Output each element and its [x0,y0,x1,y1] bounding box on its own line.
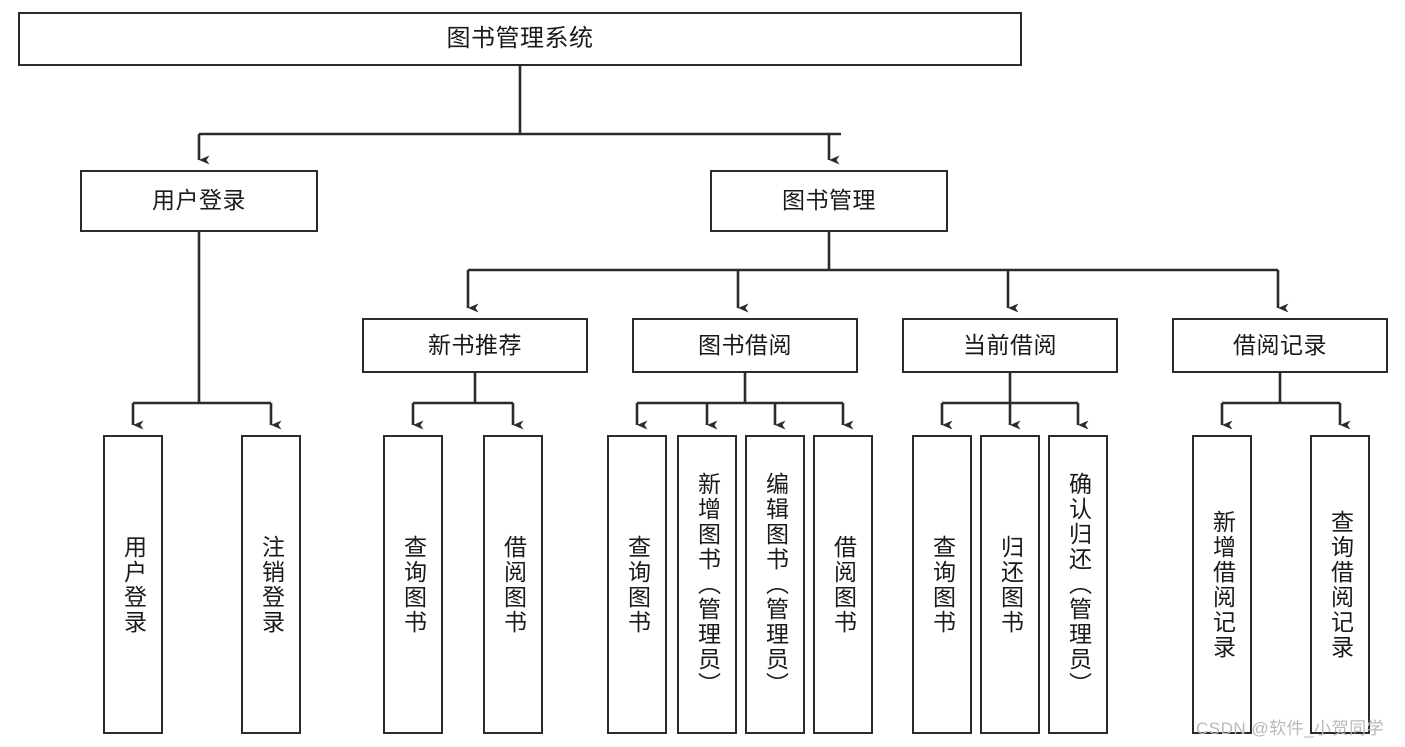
node-user-login[interactable]: 用户登录 [80,170,318,232]
leaf-return-book[interactable]: 归还图书 [980,435,1040,734]
node-label: 查询借阅记录 [1327,509,1354,660]
leaf-borrow-book[interactable]: 借阅图书 [813,435,873,734]
node-label: 借阅图书 [830,534,857,635]
node-label: 确认归还（管理员） [1065,472,1092,697]
node-label: 注销登录 [258,534,285,635]
node-label: 查询图书 [624,534,651,635]
leaf-logout[interactable]: 注销登录 [241,435,301,734]
node-label: 新增借阅记录 [1209,509,1236,660]
node-book-management-system[interactable]: 图书管理系统 [18,12,1022,66]
node-label: 归还图书 [997,534,1024,635]
node-current-borrowing[interactable]: 当前借阅 [902,318,1118,373]
leaf-add-borrow-record[interactable]: 新增借阅记录 [1192,435,1252,734]
node-label: 用户登录 [152,187,246,214]
node-label: 查询图书 [929,534,956,635]
leaf-borrow-book-new[interactable]: 借阅图书 [483,435,543,734]
leaf-query-borrow-record[interactable]: 查询借阅记录 [1310,435,1370,734]
node-label: 图书管理系统 [446,24,594,52]
leaf-edit-book-admin[interactable]: 编辑图书（管理员） [745,435,805,734]
node-label: 图书管理 [782,187,876,214]
leaf-query-book-current[interactable]: 查询图书 [912,435,972,734]
leaf-confirm-return-admin[interactable]: 确认归还（管理员） [1048,435,1108,734]
leaf-query-book-new[interactable]: 查询图书 [383,435,443,734]
node-book-borrowing[interactable]: 图书借阅 [632,318,858,373]
node-label: 新书推荐 [428,331,522,358]
node-label: 查询图书 [400,534,427,635]
node-label: 借阅图书 [500,534,527,635]
node-label: 编辑图书（管理员） [762,472,789,697]
node-borrowing-record[interactable]: 借阅记录 [1172,318,1388,373]
leaf-query-book-borrow[interactable]: 查询图书 [607,435,667,734]
node-label: 用户登录 [120,534,147,635]
node-label: 当前借阅 [963,331,1057,358]
node-label: 图书借阅 [698,331,792,358]
leaf-user-login-do[interactable]: 用户登录 [103,435,163,734]
node-label: 借阅记录 [1233,331,1327,358]
node-label: 新增图书（管理员） [694,472,721,697]
leaf-add-book-admin[interactable]: 新增图书（管理员） [677,435,737,734]
node-book-management[interactable]: 图书管理 [710,170,948,232]
node-new-book-recommendation[interactable]: 新书推荐 [362,318,588,373]
